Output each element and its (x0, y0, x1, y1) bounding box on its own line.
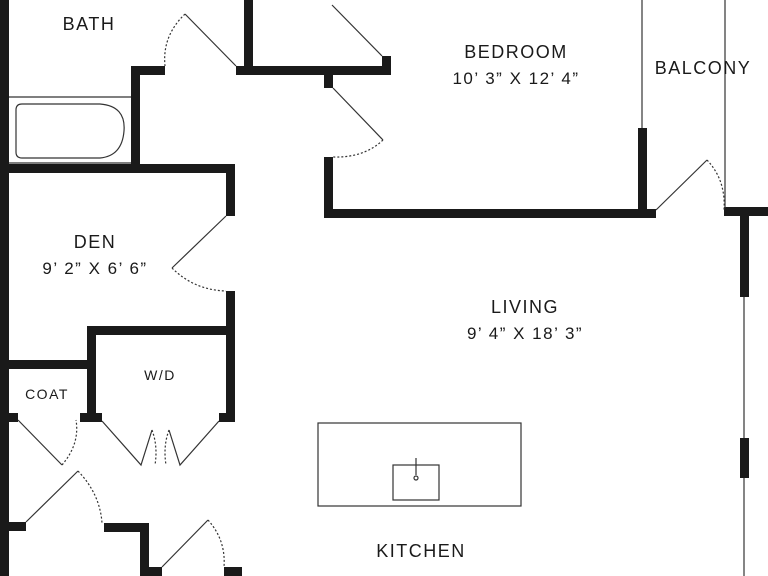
wall-den-top (0, 164, 234, 173)
wall-bath-stub (131, 66, 165, 75)
wd-door-right-arc (164, 429, 170, 466)
wall-bedroom-left-stub (324, 72, 333, 88)
wall-entry-stub (0, 522, 26, 531)
living-label: LIVING (491, 297, 559, 317)
bath-door-arc (164, 13, 186, 67)
balcony-door-leaf (655, 159, 708, 211)
den-label: DEN (74, 232, 117, 252)
wall-right-upper (740, 207, 749, 297)
bathtub (15, 103, 125, 159)
balcony-door-arc (706, 159, 725, 211)
wall-wd-top (87, 326, 234, 335)
sink-drain (413, 475, 419, 481)
pantry-door-leaf (161, 519, 209, 568)
wall-wd-foot-right (219, 413, 235, 422)
wall-coat-foot (0, 413, 18, 422)
wall-coat-top (0, 360, 94, 369)
wall-bedroom-top-end (382, 56, 391, 75)
bedroom-door-arc (332, 139, 384, 158)
wall-entry-foot (140, 567, 162, 576)
entry-door-arc (77, 470, 103, 524)
wd-door-left-arc (151, 429, 157, 466)
fixtures (15, 103, 522, 507)
wall-bedroom-top (236, 66, 386, 75)
bedroom-top-door-leaf (331, 4, 383, 57)
bedroom-door-leaf (332, 87, 384, 141)
wd-door-left (101, 420, 153, 467)
bedroom-dims: 10’ 3” X 12’ 4” (452, 69, 579, 88)
wall-entry-foot-right (224, 567, 242, 576)
bath-door-leaf (184, 13, 237, 67)
wall-left-exterior (0, 0, 9, 576)
wd-label: W/D (144, 367, 176, 383)
wall-wd-foot-left (80, 413, 102, 422)
balcony-label: BALCONY (655, 58, 752, 78)
coat-label: COAT (25, 386, 69, 402)
wall-bedroom-left-lower (324, 157, 333, 217)
wall-wd-left (87, 326, 96, 421)
wall-den-right-upper (226, 164, 235, 216)
wall-bedroom-bottom (324, 209, 656, 218)
wall-right-lower (740, 438, 749, 478)
pantry-door-arc (207, 519, 225, 568)
wall-entry-vertical (140, 523, 149, 576)
den-door-arc (171, 267, 227, 292)
wall-bath-right (244, 0, 253, 74)
wall-den-right-lower (226, 291, 235, 421)
room-labels: BATH BEDROOM 10’ 3” X 12’ 4” BALCONY DEN… (25, 14, 752, 561)
thin-lines (9, 0, 745, 576)
kitchen-island (317, 422, 522, 507)
wall-bedroom-right (638, 128, 647, 218)
wall-entry-horizontal (104, 523, 148, 532)
entry-door-leaf (25, 470, 79, 523)
coat-door-leaf (17, 419, 63, 466)
living-dims: 9’ 4” X 18’ 3” (467, 324, 583, 343)
wd-door-right (168, 420, 220, 467)
bath-label: BATH (63, 14, 116, 34)
bedroom-label: BEDROOM (464, 42, 568, 62)
wall-bath-vertical (131, 66, 140, 169)
kitchen-label: KITCHEN (376, 541, 466, 561)
den-dims: 9’ 2” X 6’ 6” (42, 259, 147, 278)
coat-door-arc (61, 419, 78, 466)
den-door-leaf (171, 215, 227, 269)
doors (17, 4, 725, 568)
